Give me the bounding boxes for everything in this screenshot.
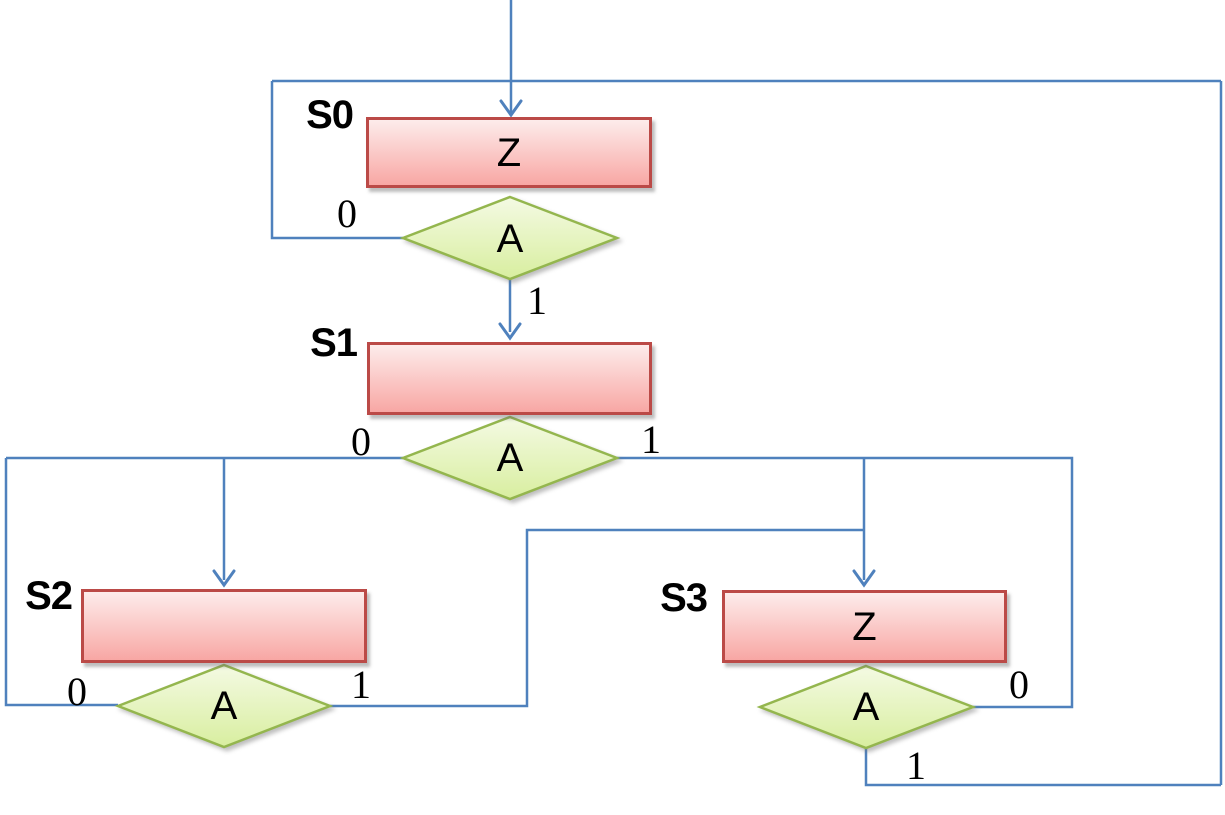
arrowhead-into-s3 [852, 569, 876, 588]
state-box-s3: Z [722, 590, 1007, 663]
decision-label-s2: A [210, 684, 238, 728]
state-box-s3-output: Z [852, 604, 877, 649]
edge-s3-branch0-loop [864, 456, 1074, 709]
branch-label-s3-0: 0 [1009, 662, 1029, 707]
arrowhead-into-s0 [499, 99, 523, 118]
decision-diamond-s2 [114, 663, 334, 749]
state-box-s0-output: Z [496, 130, 522, 175]
decision-label-s1: A [496, 436, 524, 480]
state-box-s2 [81, 589, 367, 663]
edge-s3-branch1 [864, 748, 1221, 787]
branch-label-s2-0: 0 [67, 669, 87, 714]
branch-label-s0-1: 1 [527, 278, 547, 323]
state-label-s1: S1 [310, 321, 358, 365]
state-box-s1 [367, 342, 652, 415]
state-label-s3: S3 [660, 576, 708, 620]
branch-label-s1-1: 1 [641, 417, 661, 462]
edge-s2-branch0-loop [4, 458, 118, 707]
decision-diamond-s1 [399, 415, 621, 501]
edge-s2-branch1 [330, 528, 864, 708]
decision-diamond-s3 [756, 664, 977, 750]
branch-label-s3-1: 1 [906, 743, 926, 788]
arrowhead-into-s2 [212, 569, 236, 588]
decision-diamond-s0 [399, 195, 621, 281]
decision-label-s0: A [496, 217, 524, 261]
decision-label-s3: A [852, 685, 880, 729]
state-label-s0: S0 [306, 93, 354, 137]
edge-s0-branch0-loop [270, 81, 403, 240]
state-label-s2: S2 [25, 574, 73, 618]
branch-label-s1-0: 0 [351, 419, 371, 464]
arrowhead-into-s1 [498, 322, 522, 341]
branch-label-s0-0: 0 [337, 191, 357, 236]
branch-label-s2-1: 1 [351, 662, 371, 707]
state-box-s0: Z [366, 117, 652, 188]
